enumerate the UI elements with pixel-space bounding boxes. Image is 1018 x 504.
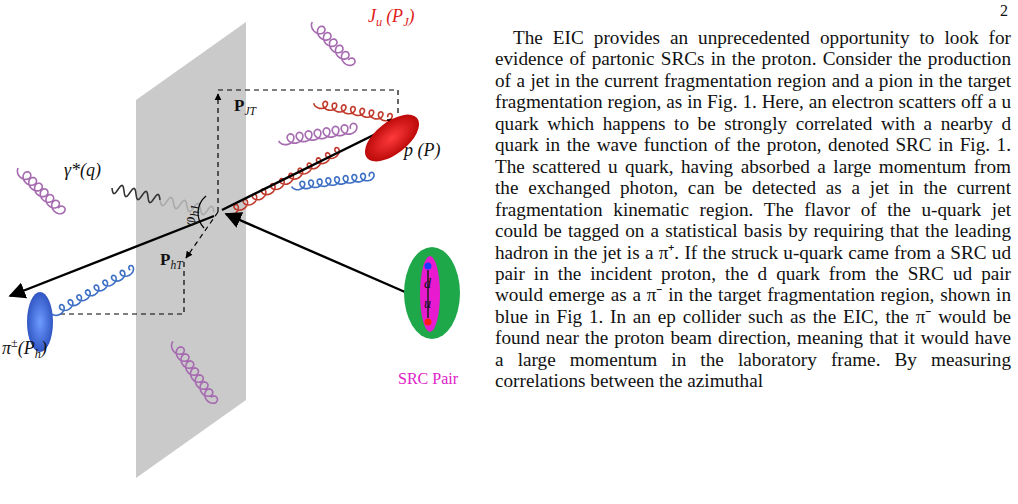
pht-label: PhT (160, 250, 183, 272)
proton-ellipse (404, 247, 460, 339)
pion-label-part: (P (18, 338, 35, 358)
figure-illustration (0, 0, 480, 504)
quark-label: d (424, 276, 431, 292)
quark-label: u (424, 296, 431, 312)
jet-label: Ju(PJ) (368, 6, 415, 30)
angle-label: φhJ (180, 206, 202, 226)
pion-label-part: h (35, 347, 41, 361)
page-number: 2 (1000, 2, 1008, 20)
jet-label-part: u (376, 15, 382, 29)
pjt-arrow (217, 94, 218, 212)
proton-label: p (P) (404, 140, 440, 161)
dashed-guide (183, 262, 184, 314)
angle-label-part: hJ (189, 206, 202, 217)
jet-label-part: (P (386, 6, 403, 26)
src-pair-label: SRC Pair (398, 370, 458, 388)
gluon-coil (17, 168, 65, 214)
pion-label-part: π (2, 338, 11, 358)
gluon-coil (292, 172, 374, 189)
photon-line (160, 197, 214, 214)
dashed-guide (218, 89, 398, 90)
jet-blob (357, 106, 427, 171)
proton-arrow (226, 214, 405, 292)
gluon-coil (314, 101, 393, 120)
d-quark-dot (425, 263, 432, 270)
pjt-label-part: P (234, 96, 244, 115)
dashed-guide (397, 90, 398, 120)
body-paragraph: The EIC provides an unprecedented opport… (495, 27, 1011, 392)
gluon-coil (279, 123, 357, 144)
pion-label-part: ) (41, 338, 47, 358)
pion-label: π±(Ph) (2, 336, 47, 362)
src-pair-ellipse (420, 256, 440, 332)
u-quark-dot (425, 319, 432, 326)
pion-label-part: ± (11, 336, 18, 350)
gluon-coil (52, 266, 133, 316)
angle-label-part: φ (180, 217, 199, 226)
jet-label-part: ) (409, 6, 415, 26)
pht-label-part: P (160, 250, 170, 269)
pion-arrow (10, 216, 214, 296)
gluon-coil (172, 341, 218, 403)
jet-label-part: J (403, 15, 408, 29)
photon-line (112, 185, 160, 202)
pjt-label: PJT (234, 96, 256, 118)
pjt-label-part: JT (244, 105, 256, 118)
dashed-guide (60, 313, 184, 314)
photon-label: γ*(q) (64, 160, 101, 181)
jet-label-part: J (368, 6, 376, 26)
pht-label-part: hT (170, 259, 182, 272)
gluon-coil (312, 22, 356, 65)
